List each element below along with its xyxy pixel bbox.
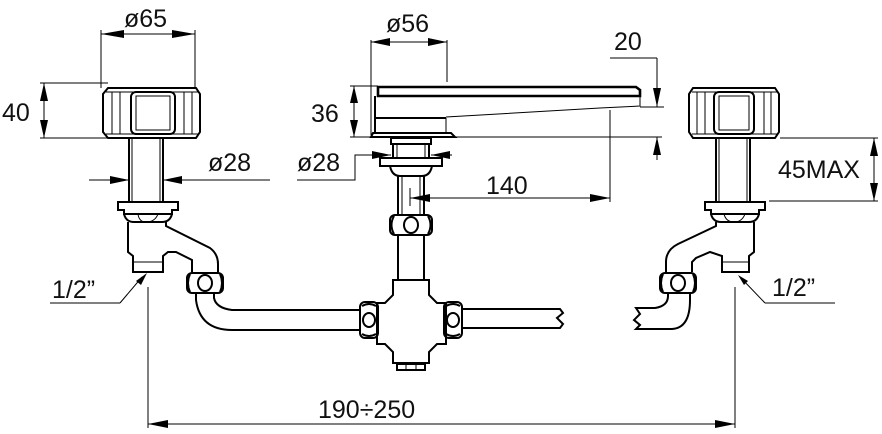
spout-projection-label: 140: [486, 172, 528, 200]
handle-diameter-label: ø65: [124, 5, 167, 33]
right-flexible-connector: [632, 272, 697, 330]
left-flexible-connector: [186, 272, 360, 331]
handle-diameter-dimension: ø65: [100, 5, 196, 88]
spout-drop-dimension: 20: [456, 28, 664, 160]
left-valve-handle: [102, 87, 219, 273]
right-thread-label: 1/2”: [772, 274, 815, 302]
left-thread-callout: 1/2”: [50, 273, 147, 304]
handle-height-dimension: 40: [2, 82, 108, 139]
spout-diameter-label: ø56: [386, 10, 429, 38]
handle-height-label: 40: [2, 99, 30, 127]
handle-shank-diameter-dimension: ø28: [89, 149, 270, 184]
right-thread-callout: 1/2”: [738, 274, 835, 304]
max-deck-thickness-dimension: 45MAX: [769, 137, 878, 202]
spout-shank-diameter-dimension: ø28: [297, 149, 452, 181]
left-thread-label: 1/2”: [52, 276, 95, 304]
spout-shank-diameter-label: ø28: [297, 149, 340, 177]
centre-distance-label: 190÷250: [318, 396, 415, 424]
spout-height-dimension: 36: [311, 85, 380, 138]
spout-height-label: 36: [311, 100, 339, 128]
spout-drop-label: 20: [614, 28, 642, 56]
max-deck-thickness-label: 45MAX: [778, 156, 860, 184]
spout: [369, 85, 642, 280]
handle-shank-diameter-label: ø28: [208, 149, 251, 177]
right-valve-handle: [665, 87, 780, 273]
centre-distance-dimension: 190÷250: [147, 287, 736, 428]
spout-diameter-dimension: ø56: [370, 10, 448, 135]
cross-mixing-body: [359, 279, 565, 371]
spout-projection-dimension: 140: [409, 110, 611, 206]
